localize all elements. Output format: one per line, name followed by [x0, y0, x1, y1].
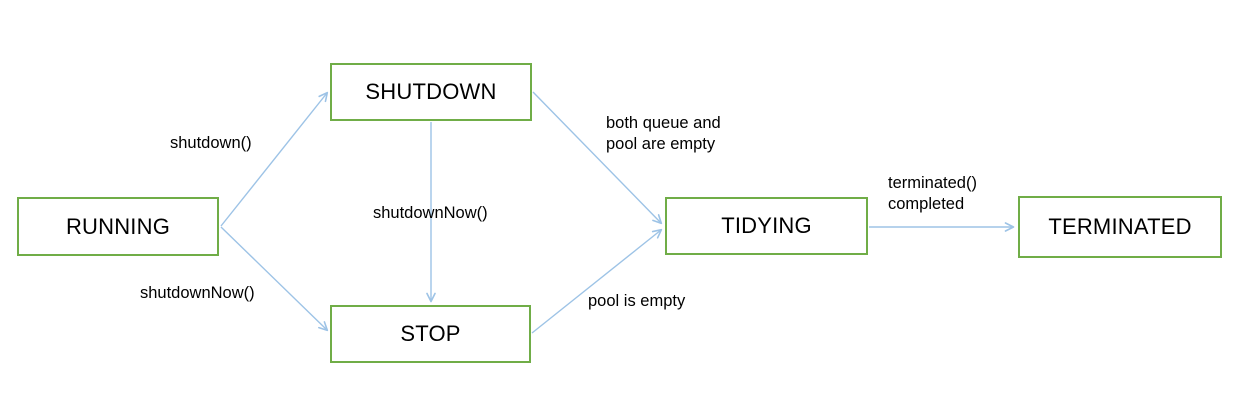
edge-arrow-stop-to-tidying: [531, 228, 663, 334]
state-node-label: SHUTDOWN: [365, 79, 497, 104]
state-node-terminated: TERMINATED: [1018, 196, 1222, 258]
edge-arrow-running-to-stop: [220, 226, 329, 332]
state-node-label: RUNNING: [65, 213, 171, 239]
edge-arrow-shutdown-to-tidying: [532, 91, 663, 225]
edge-label-pool-is-empty: pool is empty: [588, 292, 686, 310]
edge-arrow-running-to-shutdown: [220, 91, 329, 227]
state-node-label: STOP: [400, 321, 461, 346]
state-node-shutdown: SHUTDOWN: [330, 63, 532, 121]
state-node-label: TERMINATED: [1048, 214, 1192, 239]
edge-label-both-queue-pool-empty: both queue and pool are empty: [606, 114, 721, 153]
state-node-stop: STOP: [330, 305, 531, 363]
state-node-running: RUNNING: [17, 197, 219, 256]
edge-label-shutdown-call: shutdown(): [170, 134, 252, 152]
state-node-tidying: TIDYING: [665, 197, 868, 255]
edge-label-shutdownnow-left: shutdownNow(): [140, 284, 255, 302]
edge-label-terminated-completed: terminated() completed: [888, 174, 977, 213]
edge-label-shutdownnow-middle: shutdownNow(): [373, 204, 488, 222]
state-node-label: TIDYING: [721, 213, 812, 238]
